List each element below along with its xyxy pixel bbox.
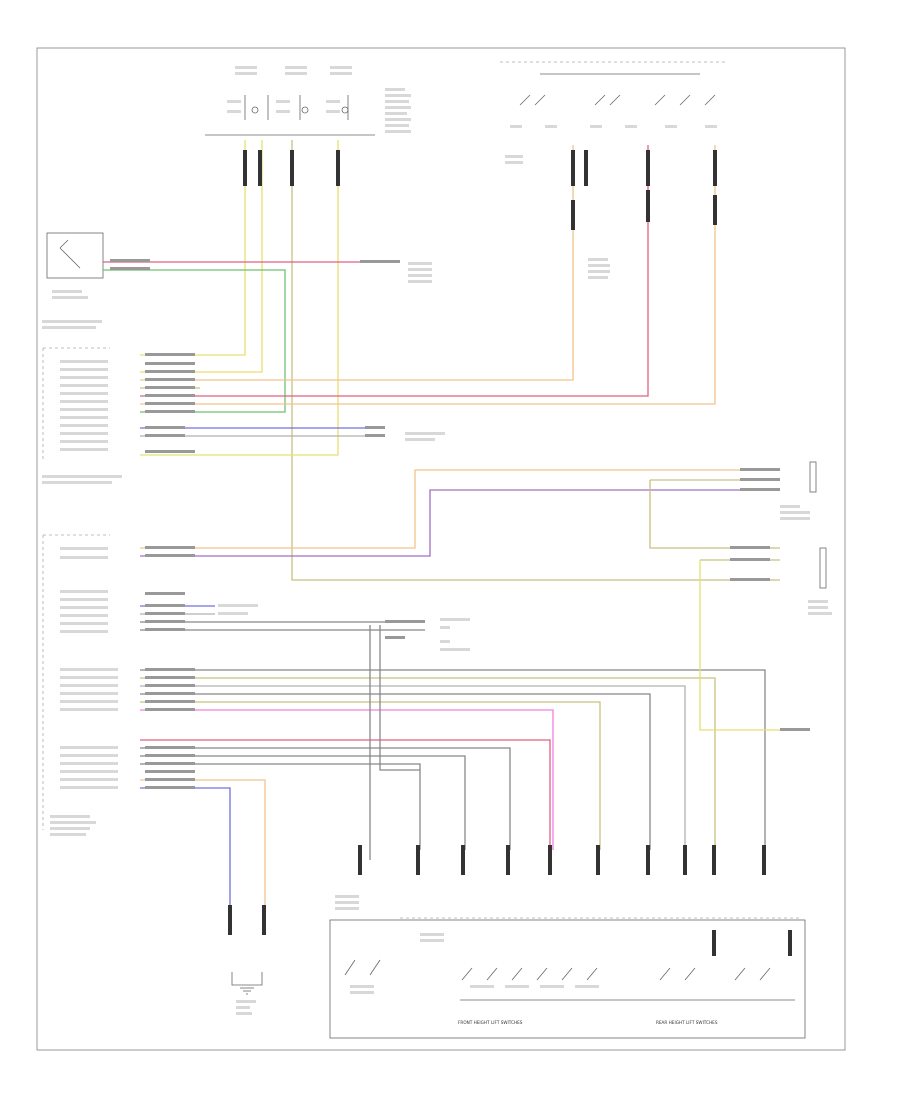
ground-icon [240,987,254,995]
control-module-upper [42,347,122,484]
rear-height-switches-label: REAR HEIGHT LIFT SWITCHES [656,1020,718,1025]
switch-icon [59,239,81,269]
connector-labels [110,150,832,956]
fuse-block [205,66,411,136]
bottom-left-sensor [231,972,263,1015]
fuse-icon [244,95,349,120]
wires [103,140,810,905]
height-sensor [42,232,104,329]
diagram-frame [36,47,846,1051]
switch-icon [519,94,716,106]
relay-switches [500,61,725,279]
bottom-switch-assemblies: FRONT HEIGHT LIFT SWITCHES REAR HEIGHT L… [329,895,806,1039]
control-module-lower [42,534,118,836]
front-height-switches-label: FRONT HEIGHT LIFT SWITCHES [458,1020,523,1025]
switch-icon [344,959,771,981]
